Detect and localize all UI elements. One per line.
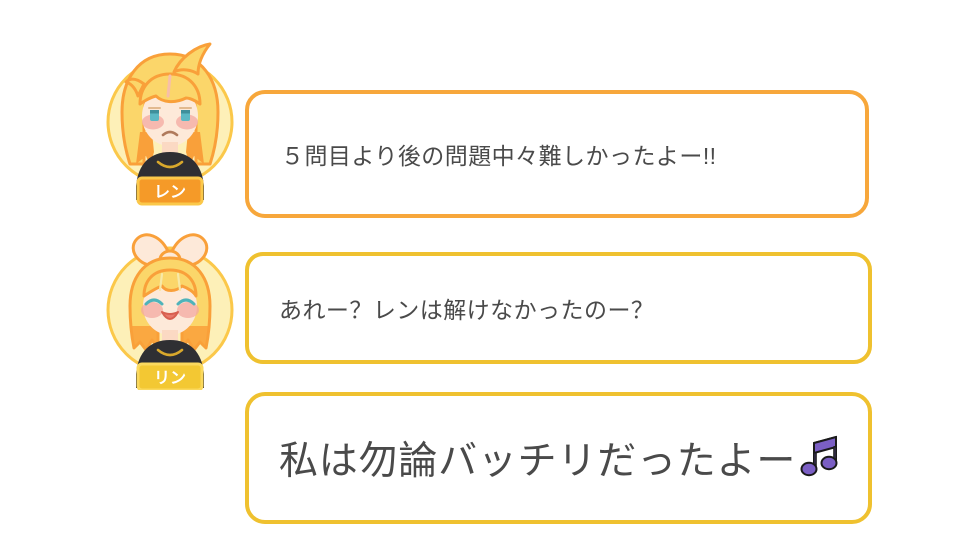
len-avatar[interactable]: レン (100, 40, 240, 208)
message-text-1: ５問目より後の問題中々難しかったよー!! (281, 143, 717, 169)
len-nameplate-label: レン (154, 184, 186, 201)
message-bubble-3[interactable]: 私は勿論バッチリだったよー (245, 392, 872, 524)
message-row-1: レン ５問目より後の問題中々難しかったよー!! (0, 40, 960, 220)
rin-avatar-icon: リン (106, 233, 234, 390)
rin-avatar[interactable]: リン (100, 222, 240, 390)
message-text-3: 私は勿論バッチリだったよー (279, 440, 797, 483)
music-note-icon (798, 433, 844, 484)
len-avatar-icon: レン (106, 42, 234, 206)
message-row-2: リン あれー？レンは解けなかったのー？ (0, 222, 960, 390)
message-text-2: あれー？レンは解けなかったのー？ (279, 297, 655, 323)
message-bubble-2[interactable]: あれー？レンは解けなかったのー？ (245, 252, 872, 364)
message-bubble-1[interactable]: ５問目より後の問題中々難しかったよー!! (245, 90, 869, 218)
rin-nameplate-label: リン (154, 370, 186, 387)
message-row-3: 私は勿論バッチリだったよー (0, 384, 960, 534)
